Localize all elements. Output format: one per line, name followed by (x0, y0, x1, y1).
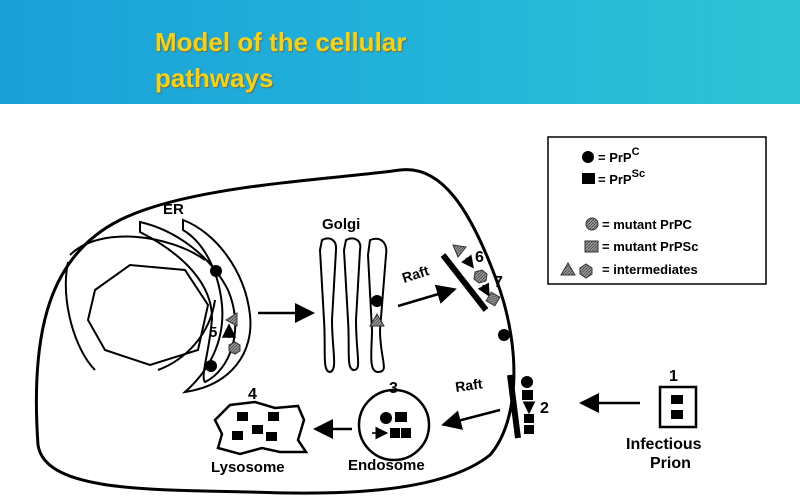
intermediate-raft-triangle (452, 244, 467, 258)
prpsc-endosome-3 (401, 428, 411, 438)
er-label: ER (163, 201, 184, 218)
prpsc-lysosome-2 (268, 412, 279, 421)
raft-top-label: Raft (400, 262, 431, 286)
raft-bottom-bar (507, 374, 521, 439)
legend: = PrPC = PrPSc = mutant PrPC = mutant Pr… (547, 136, 767, 285)
raft-top-bar (440, 253, 489, 312)
legend-prpc-icon (582, 151, 594, 163)
prpc-er-1 (210, 265, 222, 277)
er-cisternae (139, 218, 252, 394)
intermediate-raft-hexagon (473, 269, 488, 284)
legend-mutant-prpsc-icon (584, 240, 599, 253)
step-5-label: 5 (209, 324, 217, 341)
legend-prpsc-icon (582, 173, 595, 184)
arrow-golgi-to-raft (397, 284, 457, 308)
lysosome-label: Lysosome (211, 459, 285, 476)
intermediate-golgi (369, 313, 385, 327)
lysosome (213, 400, 309, 456)
mutant-prpsc-raft (485, 291, 501, 307)
prpc-membrane (498, 329, 510, 341)
prpsc-lysosome-3 (252, 425, 263, 434)
intermediate-er-triangle (225, 312, 238, 327)
prpsc-endosome-2 (390, 428, 400, 438)
arrow-raft-to-endosome (441, 408, 501, 430)
prpsc-raft-bottom-2 (524, 414, 534, 423)
prpsc-raft-bottom-3 (524, 425, 534, 434)
prpsc-lysosome-5 (266, 432, 277, 441)
step-2-label: 2 (540, 400, 549, 417)
prpsc-lysosome-1 (237, 412, 248, 421)
raft-bottom-label: Raft (454, 375, 484, 395)
legend-item-prpc: = PrPC (598, 146, 640, 165)
endosome (357, 388, 431, 462)
step-1-label: 1 (669, 368, 678, 385)
prpsc-raft-bottom-1 (522, 390, 533, 400)
prpc-endosome (380, 412, 392, 424)
title-line-2: pathways (155, 63, 274, 93)
legend-hexagon-icon (579, 263, 593, 279)
title-line-1: Model of the cellular (155, 27, 407, 57)
intermediate-er-hexagon (228, 341, 241, 355)
cell-membrane (34, 168, 516, 495)
legend-item-mutant-prpsc: = mutant PrPSc (602, 239, 698, 254)
legend-mutant-prpc-icon (585, 217, 599, 231)
step-7-arrow (477, 282, 490, 297)
step-4-label: 4 (248, 386, 257, 403)
infectious-prion-box (658, 385, 698, 429)
title-line-3: involved in generation of (155, 96, 535, 104)
endosome-label: Endosome (348, 457, 425, 474)
prpc-raft-bottom (521, 376, 533, 388)
infectious-prpsc-2 (671, 410, 683, 419)
prion-label: Prion (650, 455, 691, 472)
infectious-prpsc-1 (671, 395, 683, 404)
golgi-stacks (318, 237, 388, 374)
prpc-golgi (371, 295, 383, 307)
prpsc-endosome-1 (395, 412, 407, 422)
golgi-label: Golgi (322, 216, 360, 233)
slide-title: Model of the cellular pathways involved … (155, 24, 535, 104)
legend-item-prpsc: = PrPSc (598, 168, 645, 187)
step-3-label: 3 (389, 380, 398, 397)
legend-item-mutant-prpc: = mutant PrPC (602, 217, 693, 232)
prpc-er-2 (205, 360, 217, 372)
slide-header: Model of the cellular pathways involved … (0, 0, 800, 104)
step-6-arrow (461, 254, 474, 269)
legend-item-intermediates: = intermediates (602, 262, 698, 277)
nucleus (86, 263, 210, 367)
legend-triangle-icon (560, 262, 576, 276)
step-6-label: 6 (475, 249, 484, 266)
prpsc-lysosome-4 (232, 431, 243, 440)
infectious-label: Infectious (626, 436, 702, 453)
step-7-label: 7 (494, 274, 503, 291)
